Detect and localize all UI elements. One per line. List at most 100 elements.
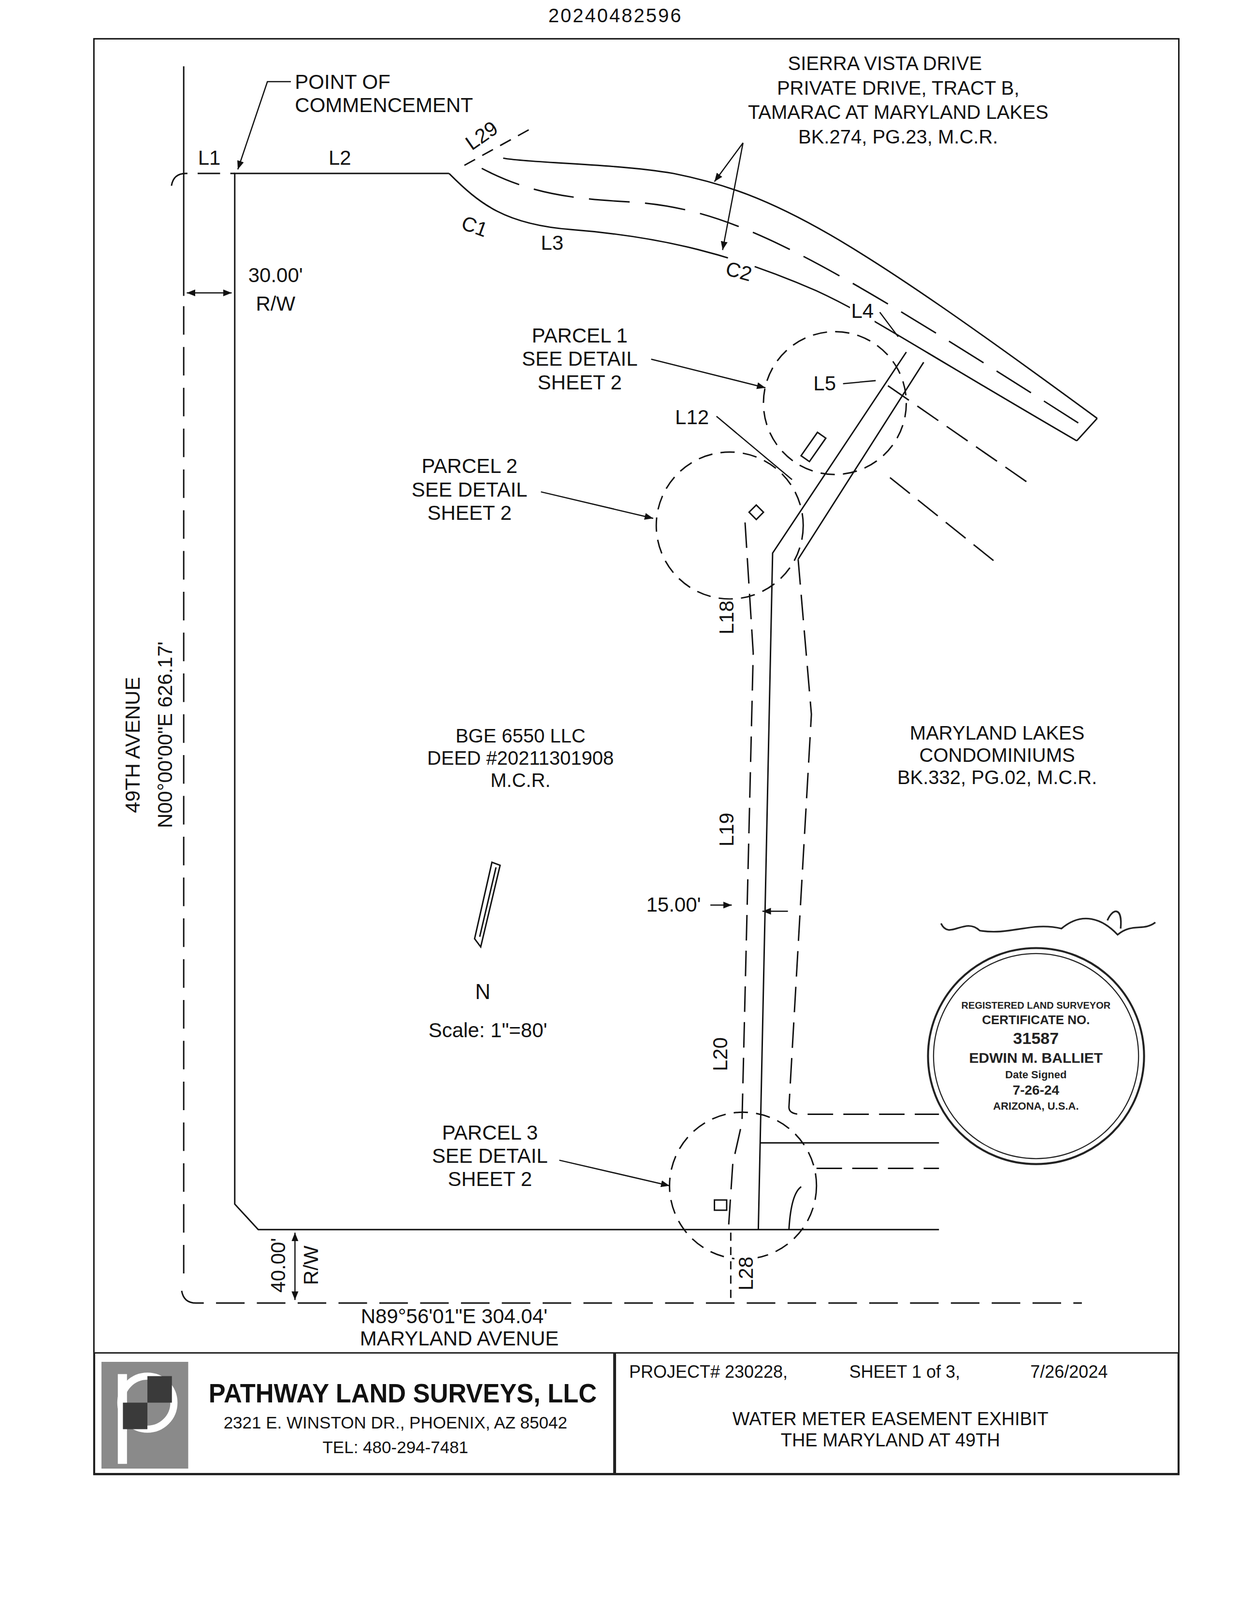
easement-line (730, 1233, 732, 1301)
company-logo (101, 1362, 189, 1470)
line-label: L1 (197, 146, 222, 170)
easement-line (760, 1142, 940, 1144)
street-note: PRIVATE DRIVE, TRACT B, (776, 76, 1021, 100)
seal-text: REGISTERED LAND SURVEYOR (961, 1000, 1111, 1012)
company-logo (120, 1376, 174, 1430)
detail-circle (656, 452, 804, 600)
leader-line (716, 416, 792, 480)
boundary-line (171, 173, 235, 186)
leader-line (879, 312, 899, 337)
title-text: 7/26/2024 (1029, 1362, 1109, 1382)
street-name: SIERRA VISTA DRIVE (786, 52, 983, 75)
bearing-distance: N00°00'00"E 626.17' (153, 640, 177, 830)
bearing-distance: N89°56'01"E 304.04' (359, 1305, 549, 1329)
company-logo (122, 1402, 148, 1430)
easement-line (890, 477, 999, 565)
line-label: L12 (674, 405, 710, 430)
easement-line (888, 385, 1032, 485)
boundary-line (93, 38, 1179, 1475)
street-note: TAMARAC AT MARYLAND LAKES (747, 100, 1050, 124)
leader-line (237, 81, 899, 1186)
north-arrow (474, 862, 501, 948)
owner-label: MARYLAND LAKES CONDOMINIUMS BK.332, PG.0… (896, 721, 1099, 789)
title-text: PROJECT# 230228, (628, 1362, 789, 1382)
boundary-line (481, 168, 1088, 430)
document-number: 20240482596 (547, 4, 684, 27)
easement-line (758, 352, 907, 1231)
detail-circle (669, 1112, 817, 1260)
line-label: L28 (734, 1255, 758, 1292)
surveyor-signature (940, 911, 1156, 935)
dimension-line (186, 292, 232, 294)
easement-line (789, 1187, 802, 1231)
seal-text: Date Signed (1005, 1068, 1067, 1081)
parcel-callout: PARCEL 3 SEE DETAIL SHEET 2 (431, 1121, 549, 1192)
company-block: PATHWAY LAND SURVEYS, LLC 2321 E. WINSTON… (93, 1352, 615, 1475)
seal-text: CERTIFICATE NO. (981, 1013, 1090, 1028)
easement-line (748, 504, 764, 520)
line-label: L19 (715, 811, 739, 848)
easement-line (714, 1200, 727, 1211)
detail-circle (656, 331, 907, 1260)
boundary-line (1076, 418, 1097, 441)
easement-line (181, 352, 1082, 1304)
line-label: L2 (327, 146, 353, 170)
street-name: 49TH AVENUE (120, 676, 144, 815)
boundary-line (183, 306, 185, 1277)
easement-line (789, 559, 939, 1115)
dimension-text: 15.00' (645, 893, 702, 917)
boundary-line (503, 158, 1097, 419)
boundary-line (93, 38, 1179, 1475)
scale-text: Scale: 1"=80' (427, 1019, 549, 1043)
line-label: L18 (715, 599, 739, 636)
line-label: L3 (539, 231, 565, 255)
dimension-text: R/W (254, 292, 297, 316)
leader-line (651, 359, 766, 389)
parcel-callout: PARCEL 1 SEE DETAIL SHEET 2 (520, 324, 639, 395)
seal-text: EDWIN M. BALLIET (969, 1050, 1104, 1067)
curve-label: C2 (722, 256, 756, 287)
company-logo (101, 1362, 189, 1470)
easement-line (801, 432, 826, 462)
leader-line (843, 380, 877, 384)
line-label: L29 (460, 115, 504, 156)
record-reference: BK.274, PG.23, M.C.R. (797, 125, 1000, 148)
line-label: L20 (708, 1036, 733, 1073)
seal-text: ARIZONA, U.S.A. (992, 1100, 1079, 1113)
north-arrow (474, 862, 501, 948)
seal-ring (927, 948, 1144, 1165)
boundary-line (183, 66, 185, 296)
seal-text: 31587 (1013, 1029, 1060, 1049)
dimension-line (710, 904, 732, 907)
leader-line (722, 143, 743, 251)
dimension-line (762, 910, 789, 913)
curve-label: C1 (457, 210, 492, 243)
dimension-line (186, 292, 789, 1301)
line-label: L4 (849, 299, 875, 323)
dimension-text: 40.00' (266, 1237, 290, 1295)
leader-line (237, 81, 291, 170)
north-label: N (474, 979, 492, 1005)
leader-line (559, 1160, 670, 1187)
dimension-line (294, 1233, 296, 1301)
seal-text: 7-26-24 (1012, 1082, 1060, 1099)
company-logo (147, 1376, 173, 1403)
surveyor-seal: REGISTERED LAND SURVEYORCERTIFICATE NO.3… (925, 946, 1147, 1167)
leader-line (540, 491, 653, 519)
detail-circle (763, 331, 907, 475)
surveyor-signature (940, 918, 1156, 935)
title-text: 2321 E. WINSTON DR., PHOENIX, AZ 85042 (222, 1413, 569, 1433)
title-block: PROJECT# 230228,SHEET 1 of 3,7/26/2024WA… (614, 1352, 1180, 1475)
title-text: WATER METER EASEMENT EXHIBIT THE MARYLAN… (731, 1409, 1050, 1452)
line-label: L5 (812, 372, 837, 396)
street-name: MARYLAND AVENUE (359, 1327, 561, 1351)
dimension-text: R/W (299, 1244, 323, 1287)
easement-line (816, 1167, 939, 1170)
seal-ring (933, 953, 1139, 1159)
point-label: POINT OF COMMENCEMENT (293, 70, 475, 118)
dimension-text: 30.00' (247, 263, 304, 288)
title-text: PATHWAY LAND SURVEYS, LLC (207, 1378, 598, 1410)
title-text: TEL: 480-294-7481 (321, 1438, 470, 1458)
surveyor-signature (1107, 911, 1122, 930)
easement-line (181, 1291, 1082, 1304)
